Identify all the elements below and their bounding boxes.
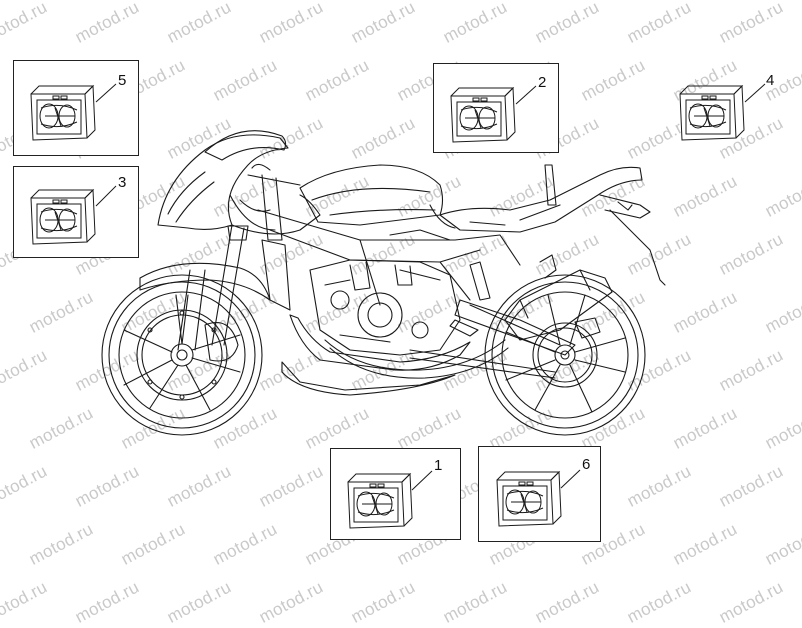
leader-line-6 — [560, 469, 581, 489]
callout-number-2: 2 — [538, 74, 547, 91]
decal-packet-4 — [679, 85, 745, 141]
decal-packet-1 — [347, 473, 413, 529]
decal-packet-2 — [450, 87, 516, 143]
decal-packets-layer — [30, 83, 766, 529]
callout-number-3: 3 — [118, 174, 127, 191]
motorcycle-drawing — [101, 130, 666, 436]
callout-number-6: 6 — [582, 456, 591, 473]
leader-line-4 — [744, 83, 766, 103]
decal-packet-5 — [30, 85, 96, 141]
front-wheel — [101, 274, 263, 436]
leader-line-3 — [95, 185, 117, 207]
decal-packet-3 — [30, 189, 96, 245]
rear-wheel — [484, 274, 646, 436]
callout-number-4: 4 — [766, 72, 775, 89]
leader-line-2 — [515, 85, 537, 105]
callout-number-1: 1 — [434, 457, 443, 474]
callout-number-5: 5 — [118, 72, 127, 89]
leader-line-5 — [95, 83, 117, 103]
leader-line-1 — [411, 470, 433, 491]
decal-packet-6 — [496, 471, 562, 527]
